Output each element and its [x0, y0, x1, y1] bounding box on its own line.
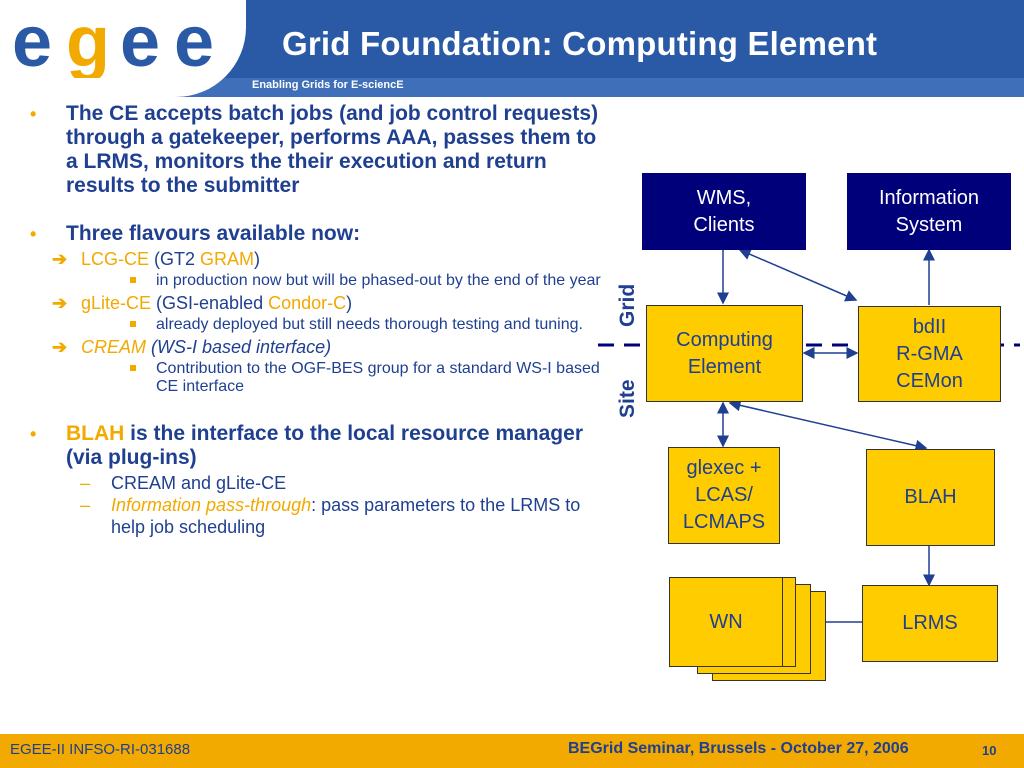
square-bullet — [130, 365, 136, 371]
box-line: bdII — [912, 315, 947, 338]
bullet-text: Three flavours available now: — [66, 222, 361, 245]
box-line: LCMAPS — [682, 511, 766, 533]
blah-desc: is the interface to the local resource m… — [66, 422, 583, 469]
bdii-box: bdII R-GMA CEMon — [858, 306, 1001, 402]
cream-desc: (WS-I based interface) — [146, 337, 332, 357]
square-bullet — [130, 277, 136, 283]
glite-close: ) — [346, 293, 353, 313]
box-line: Element — [687, 355, 762, 378]
note-text: Contribution to the OGF-BES group for a … — [156, 360, 600, 395]
site-label: Site — [616, 379, 639, 418]
cream-name: CREAM — [81, 337, 147, 357]
svg-text:e: e — [120, 8, 158, 78]
header-band — [0, 78, 1024, 97]
box-line: WMS, — [696, 186, 752, 209]
arrow-icon: ➔ — [52, 293, 68, 313]
note-text: in production now but will be phased-out… — [156, 272, 601, 289]
box-line: Information — [878, 186, 980, 209]
footer-bar: EGEE-II INFSO-RI-031688 BEGrid Seminar, … — [0, 734, 1024, 768]
sub-cream-glite: – CREAM and gLite-CE — [30, 472, 605, 494]
glexec-box: glexec + LCAS/LCMAPS — [668, 447, 780, 544]
box-line: R-GMA — [896, 342, 963, 365]
bullet-ce-overview: • The CE accepts batch jobs (and job con… — [30, 102, 605, 198]
glite-open: (GSI-enabled — [151, 293, 269, 313]
bullet-text: The CE accepts batch jobs (and job contr… — [66, 102, 599, 197]
slide-title: Grid Foundation: Computing Element — [282, 25, 878, 62]
glite-note: already deployed but still needs thoroug… — [30, 316, 605, 334]
egee-logo: e g e e — [12, 8, 216, 78]
lcg-note: in production now but will be phased-out… — [30, 272, 605, 290]
glite-name: gLite-CE — [81, 293, 152, 313]
sub-text: : pass parameters to the LRMS to help jo… — [111, 495, 581, 537]
lcg-name: LCG-CE — [81, 249, 150, 269]
footer-project-id: EGEE-II INFSO-RI-031688 — [10, 741, 191, 758]
arrow-ce-blah — [728, 399, 928, 452]
arrow-icon: ➔ — [52, 337, 68, 357]
dash-bullet: – — [80, 495, 91, 515]
bullet-dot: • — [30, 104, 37, 124]
lcg-close: ) — [254, 249, 261, 269]
arrow-icon: ➔ — [52, 249, 68, 269]
sub-text: CREAM and gLite-CE — [111, 473, 287, 493]
svg-text:e: e — [174, 8, 212, 78]
box-line: Clients — [693, 213, 755, 236]
box-line: WN — [709, 610, 743, 633]
bullet-blah: • BLAH is the interface to the local res… — [30, 422, 605, 470]
box-line: LRMS — [902, 612, 958, 634]
note-text: already deployed but still needs thoroug… — [156, 316, 583, 333]
bullet-dot: • — [30, 424, 37, 444]
logo-area: e g e e — [0, 0, 246, 97]
sub-info-pass: – Information pass-through: pass paramet… — [30, 494, 605, 538]
grid-label: Grid — [616, 283, 639, 327]
blah-box: BLAH — [866, 449, 995, 546]
glite-condor: Condor-C — [268, 293, 347, 313]
box-line: Computing — [676, 328, 773, 351]
flavour-lcg: ➔ LCG-CE (GT2 GRAM) — [30, 249, 605, 270]
lcg-gram: GRAM — [200, 249, 255, 269]
lrms-box: LRMS — [862, 585, 998, 662]
blah-name: BLAH — [66, 422, 125, 445]
box-line: BLAH — [904, 486, 957, 508]
box-line: System — [895, 213, 963, 236]
box-line: LCAS/ — [695, 484, 753, 506]
tagline: Enabling Grids for E-sciencE — [252, 79, 404, 91]
footer-event: BEGrid Seminar, Brussels - October 27, 2… — [568, 740, 909, 757]
lcg-open: (GT2 — [149, 249, 201, 269]
box-line: CEMon — [896, 369, 963, 392]
bullet-list: • The CE accepts batch jobs (and job con… — [30, 102, 605, 538]
info-pass-through: Information pass-through — [111, 495, 312, 515]
wms-clients-box: WMS, Clients — [642, 173, 806, 250]
cream-note: Contribution to the OGF-BES group for a … — [30, 360, 605, 396]
page-number: 10 — [982, 743, 997, 758]
bullet-flavours: • Three flavours available now: — [30, 222, 605, 246]
flavour-cream: ➔ CREAM (WS-I based interface) — [30, 337, 605, 358]
bullet-dot: • — [30, 224, 37, 244]
svg-text:g: g — [66, 8, 106, 78]
square-bullet — [130, 321, 136, 327]
svg-text:e: e — [12, 8, 50, 78]
wn-box: WN — [669, 577, 783, 667]
flavour-glite: ➔ gLite-CE (GSI-enabled Condor-C) — [30, 293, 605, 314]
dash-bullet: – — [80, 473, 91, 493]
arrow-wms-bdii — [738, 248, 858, 302]
box-line: glexec + — [686, 457, 762, 479]
